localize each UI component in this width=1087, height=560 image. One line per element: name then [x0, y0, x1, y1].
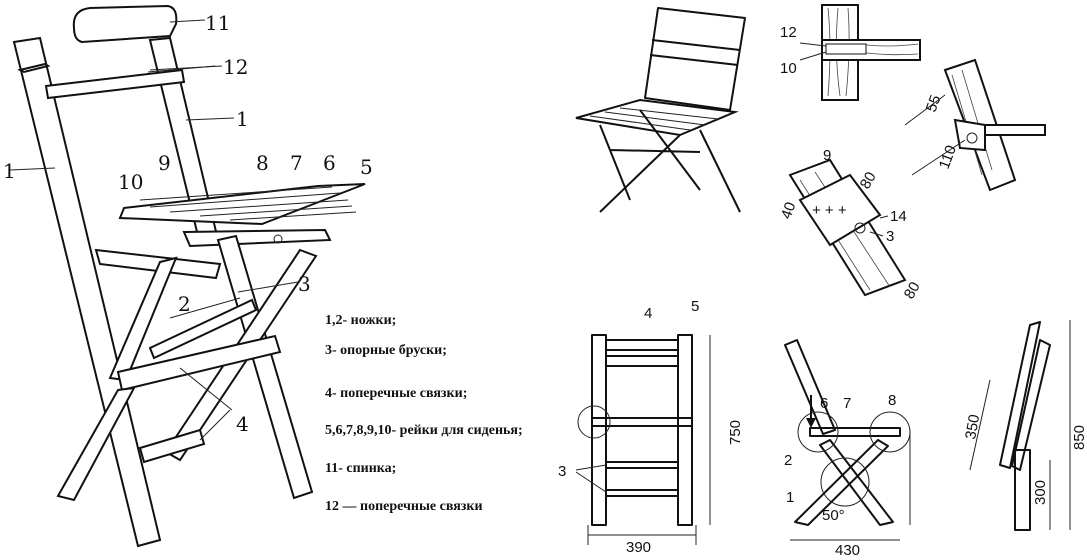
joint-right-detail: 55 110 [904, 58, 1046, 192]
dim-350: 350 [962, 413, 983, 441]
side-label-1: 1 [786, 489, 794, 506]
front-view: 4 5 750 3 390 [558, 298, 744, 556]
legend-item-seat-slats: 5,6,7,8,9,10- рейки для сиденья; [325, 423, 523, 438]
dim-850: 850 [1071, 425, 1087, 450]
dim-110: 110 [936, 143, 960, 171]
label-9: 9 [158, 151, 171, 175]
side-label-8: 8 [888, 392, 896, 409]
front-label-4: 4 [644, 305, 652, 322]
label-4: 4 [236, 412, 249, 436]
screw-marks-icon: + + + [812, 202, 847, 219]
label-7: 7 [290, 151, 303, 175]
angle-50: 50° [822, 507, 845, 524]
dim-430: 430 [835, 542, 860, 559]
main-chair-drawing: 11 12 1 1 10 9 8 7 6 5 3 2 4 [3, 4, 373, 548]
label-10: 10 [118, 170, 143, 194]
label-2: 2 [178, 292, 191, 316]
label-6: 6 [323, 151, 336, 175]
label-12: 12 [223, 55, 248, 79]
dim-750: 750 [727, 420, 744, 445]
side-label-6: 6 [820, 395, 828, 412]
side-label-7: 7 [843, 395, 851, 412]
joint-top-detail: 12 10 [780, 4, 921, 101]
legend-item-back-ties: 12 — поперечные связки [325, 499, 483, 514]
seat-joint-detail: + + + 9 80 40 14 3 80 [778, 147, 924, 302]
label-1-left: 1 [3, 159, 16, 183]
label-11: 11 [205, 11, 230, 35]
perspective-chair [575, 7, 746, 213]
front-label-3: 3 [558, 463, 566, 480]
joint-top-label-10: 10 [780, 60, 797, 77]
seat-label-9: 9 [823, 147, 831, 164]
dim-390: 390 [626, 539, 651, 556]
joint-top-label-12: 12 [780, 24, 797, 41]
dim-40: 40 [778, 200, 800, 221]
label-3: 3 [298, 272, 311, 296]
dim-80-top: 80 [857, 169, 880, 192]
seat-label-3: 3 [886, 228, 894, 245]
legend-item-legs: 1,2- ножки; [325, 313, 397, 328]
front-label-5: 5 [691, 298, 699, 315]
legend-item-support-bars: 3- опорные бруски; [325, 343, 447, 358]
side-view: 6 7 8 2 1 50° 430 [784, 339, 911, 559]
side-label-2: 2 [784, 452, 792, 469]
dim-55: 55 [923, 93, 945, 114]
label-8: 8 [256, 151, 269, 175]
dim-300: 300 [1032, 480, 1049, 505]
label-5: 5 [360, 155, 373, 179]
dim-80-bottom: 80 [901, 279, 924, 302]
legend-item-backrest: 11- спинка; [325, 461, 397, 476]
label-1-right: 1 [236, 107, 249, 131]
folded-view: 350 850 300 [962, 320, 1087, 531]
seat-label-14: 14 [890, 208, 907, 225]
legend-item-cross-ties: 4- поперечные связки; [325, 386, 468, 401]
